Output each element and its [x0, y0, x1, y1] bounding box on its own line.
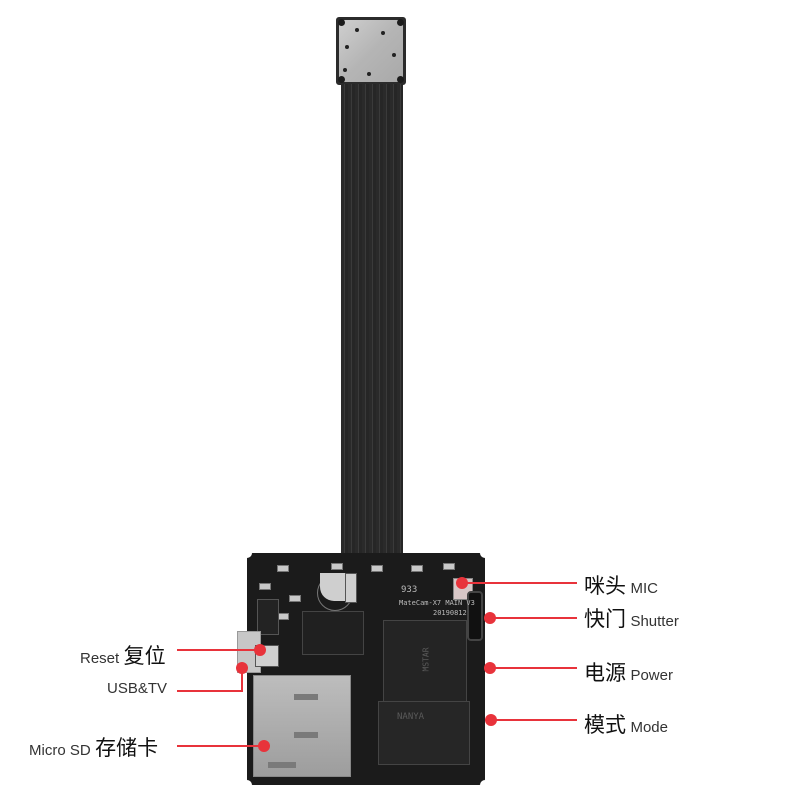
reset-label-cn: 复位 — [123, 645, 166, 668]
microsd-label-en: Micro SD — [29, 742, 91, 759]
screw-hole — [397, 76, 404, 83]
mode-label-cn: 模式 — [584, 714, 626, 737]
shutter-label-en: Shutter — [630, 613, 679, 630]
board-code: 933 — [401, 585, 418, 595]
usb-label-en: USB&TV — [107, 680, 168, 697]
camera-sensor-module — [336, 17, 406, 85]
mic-label: 咪头 MIC — [584, 570, 658, 600]
mic-label-cn: 咪头 — [584, 575, 626, 598]
screw-hole — [338, 19, 345, 26]
power-label-cn: 电源 — [584, 662, 626, 685]
board-corner — [242, 548, 252, 558]
solder-dot — [381, 31, 385, 35]
solder-dot — [355, 28, 359, 32]
solder-dot — [345, 45, 349, 49]
microsd-card-slot[interactable] — [253, 675, 351, 777]
solder-dot — [392, 53, 396, 57]
solder-dot — [343, 68, 347, 72]
solder-dot — [367, 72, 371, 76]
main-processor-chip: MSTAR — [383, 620, 467, 704]
smd-component — [331, 563, 343, 570]
usb-callout-line-vertical — [241, 668, 243, 692]
microsd-indicator-dot — [258, 740, 270, 752]
shutter-label-cn: 快门 — [584, 608, 626, 631]
sd-slot-tab — [294, 694, 318, 700]
main-chip-marking: MSTAR — [421, 647, 431, 672]
main-pcb-board: MSTAR NANYA 933 MateCam-X7 MAIN V3 20190… — [237, 548, 490, 790]
memory-chip: NANYA — [378, 701, 470, 765]
usb-label: USB&TV — [107, 680, 167, 698]
shutter-switch[interactable] — [467, 591, 483, 641]
mode-label-en: Mode — [630, 719, 668, 736]
smd-component — [277, 565, 289, 572]
power-ic — [302, 611, 364, 655]
sd-slot-tab — [268, 762, 296, 768]
board-corner — [480, 780, 490, 790]
screw-hole — [338, 76, 345, 83]
reset-indicator-dot — [254, 644, 266, 656]
flex-ribbon-cable — [341, 84, 403, 556]
smd-component — [371, 565, 383, 572]
mode-callout-line — [491, 719, 577, 721]
power-label-en: Power — [630, 667, 673, 684]
power-label: 电源 Power — [584, 657, 673, 687]
screw-hole — [397, 19, 404, 26]
ic-chip — [257, 599, 279, 635]
usb-indicator-dot — [236, 662, 248, 674]
reset-label-en: Reset — [80, 650, 120, 667]
smd-component — [411, 565, 423, 572]
reset-callout-line — [177, 649, 257, 651]
shutter-callout-line — [490, 617, 577, 619]
sd-slot-tab — [294, 732, 318, 738]
reset-label: Reset 复位 — [80, 640, 166, 670]
board-corner — [480, 548, 490, 558]
shutter-label: 快门 Shutter — [584, 603, 679, 633]
mic-callout-line — [462, 582, 577, 584]
board-marking: MateCam-X7 MAIN V3 — [399, 599, 475, 607]
microsd-label-cn: 存储卡 — [95, 737, 159, 760]
power-callout-line — [490, 667, 577, 669]
smd-component — [289, 595, 301, 602]
smd-component — [259, 583, 271, 590]
memory-chip-marking: NANYA — [397, 712, 425, 722]
metal-contact-strip — [345, 573, 357, 603]
usb-callout-line — [177, 690, 243, 692]
board-corner — [242, 780, 252, 790]
mode-label: 模式 Mode — [584, 709, 668, 739]
mic-label-en: MIC — [630, 580, 658, 597]
smd-component — [443, 563, 455, 570]
microsd-label: Micro SD 存储卡 — [29, 732, 158, 762]
board-date: 20190812 — [433, 609, 467, 617]
microsd-callout-line — [177, 745, 263, 747]
